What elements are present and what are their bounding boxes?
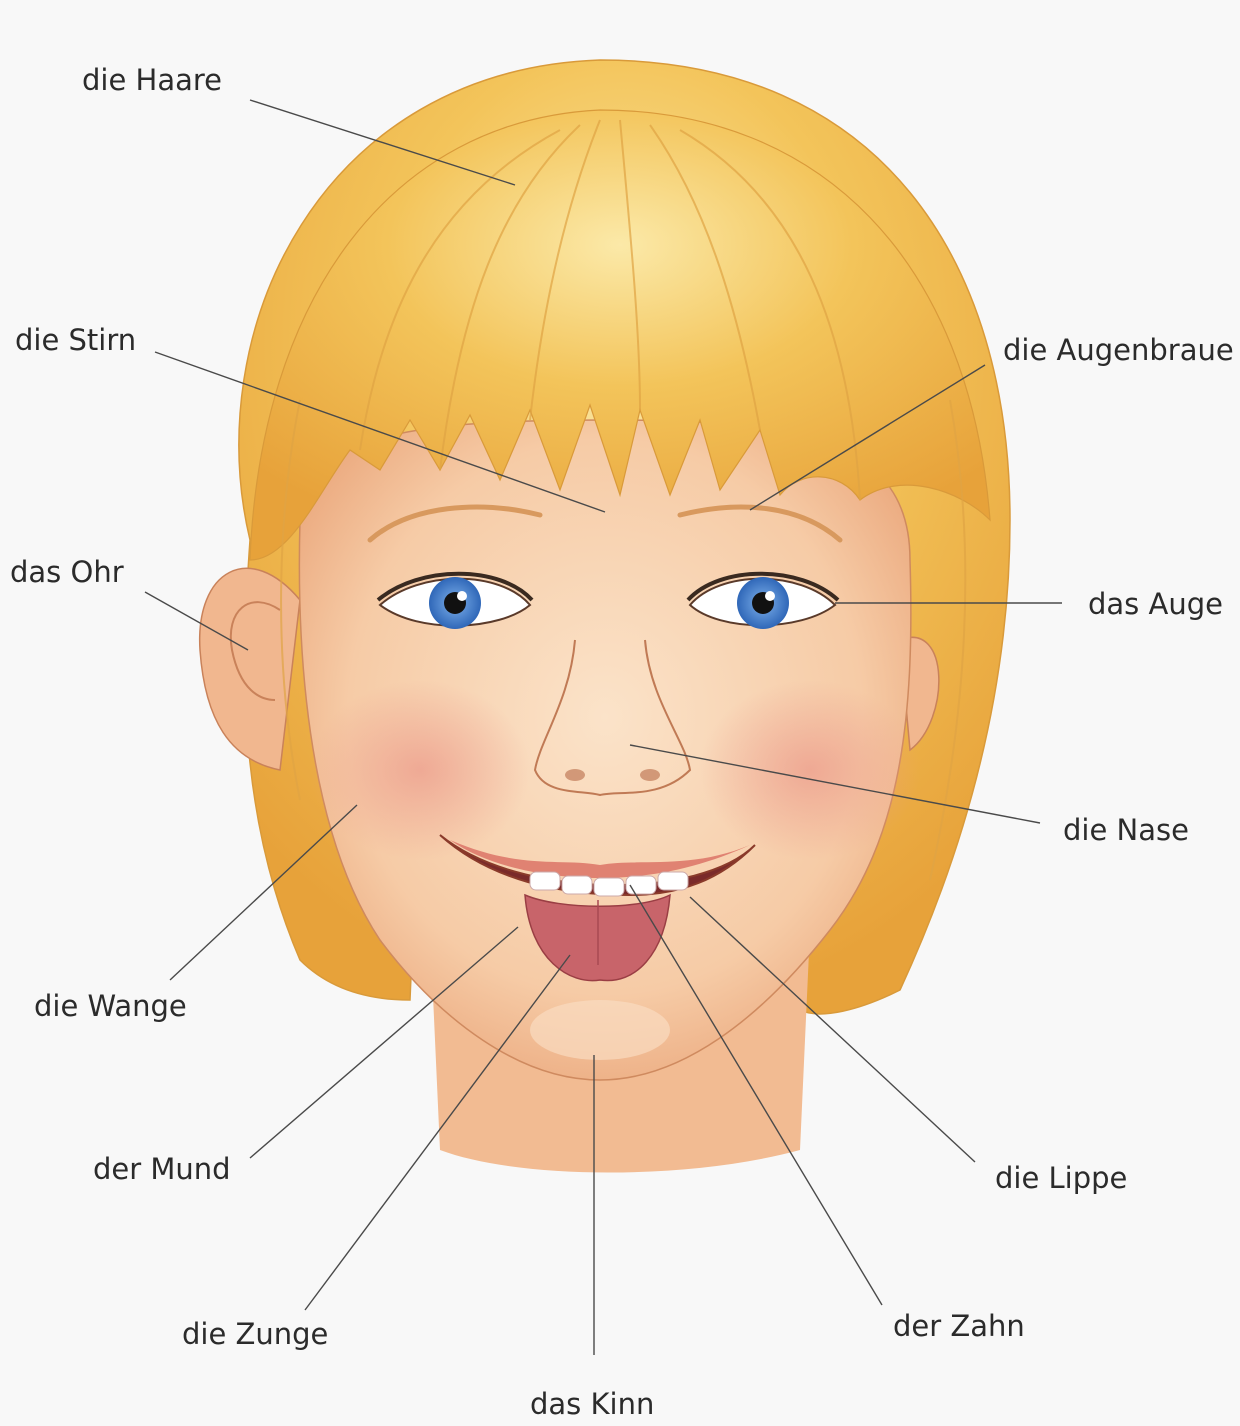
label-ohr: das Ohr [10, 558, 124, 587]
label-wange: die Wange [34, 992, 187, 1021]
label-kinn: das Kinn [530, 1390, 654, 1419]
left-cheek-blush [310, 680, 530, 860]
label-mund: der Mund [93, 1155, 231, 1184]
label-haare: die Haare [82, 66, 222, 95]
right-cheek-blush [700, 680, 920, 860]
label-zahn: der Zahn [893, 1312, 1025, 1341]
label-auge: das Auge [1088, 590, 1223, 619]
label-augenbraue: die Augenbraue [1003, 336, 1234, 365]
chin [530, 1000, 670, 1060]
label-stirn: die Stirn [15, 326, 136, 355]
label-lippe: die Lippe [995, 1164, 1127, 1193]
label-nase: die Nase [1063, 816, 1189, 845]
label-zunge: die Zunge [182, 1320, 328, 1349]
